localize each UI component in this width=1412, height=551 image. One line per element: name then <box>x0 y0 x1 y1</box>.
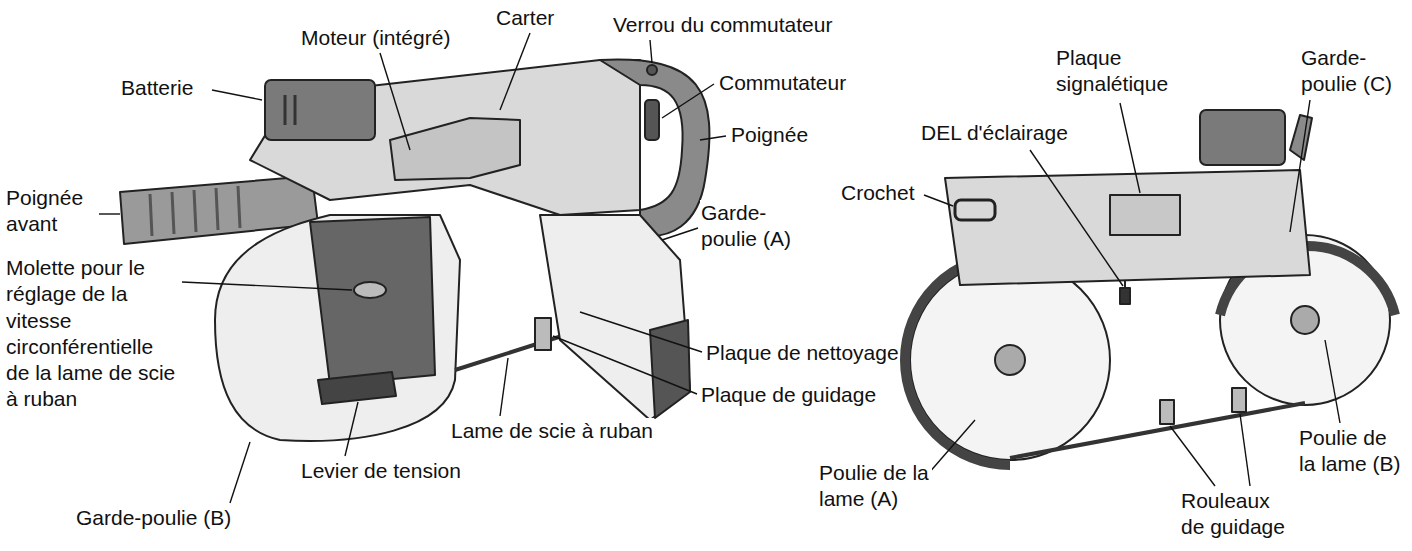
speed-dial <box>354 282 386 298</box>
pulley-guard-left <box>905 255 1010 465</box>
leader-line <box>580 312 702 352</box>
saw-blade <box>1010 403 1305 458</box>
led-arm <box>1124 280 1126 288</box>
leader-line <box>662 228 698 240</box>
part-label: Poulie de la lame (B) <box>1298 425 1408 478</box>
leader-line <box>500 358 508 416</box>
leader-line <box>924 195 953 206</box>
part-label: Garde-poulie (C) <box>1300 45 1406 98</box>
battery-vents <box>285 95 295 125</box>
leader-line <box>182 282 352 290</box>
rear-handle <box>600 60 709 236</box>
leader-line <box>1240 414 1250 486</box>
part-label: Molette pour le réglage de la vitesse ci… <box>5 255 182 413</box>
leader-line <box>1030 150 1123 286</box>
part-label: Garde-poulie (B) <box>75 505 232 531</box>
guard-bumper <box>650 320 690 418</box>
part-label: Plaque de guidage <box>700 382 877 408</box>
pulley-a <box>910 260 1110 460</box>
part-label: Poignée <box>730 122 809 148</box>
led-light <box>1120 288 1130 304</box>
part-label: DEL d'éclairage <box>920 120 1069 146</box>
leader-line <box>230 442 250 503</box>
leader-line <box>500 33 530 110</box>
rear-handle <box>1290 115 1312 160</box>
leader-line <box>700 136 726 140</box>
part-label: Lame de scie à ruban <box>450 418 654 444</box>
leader-line <box>662 84 714 118</box>
part-label: Commutateur <box>718 70 847 96</box>
pulley-b-hub <box>1291 306 1319 334</box>
pulley-guard-b <box>215 215 460 441</box>
part-label: Crochet <box>840 180 916 206</box>
handle-ribs <box>150 186 240 236</box>
frame-beam <box>945 170 1310 285</box>
part-label: Verrou du commutateur <box>612 12 833 38</box>
tension-lever <box>318 372 396 404</box>
rating-plate <box>1110 195 1180 235</box>
guide-roller <box>1160 400 1174 424</box>
leader-line <box>1290 100 1310 232</box>
part-label: Carter <box>495 5 555 31</box>
battery <box>1200 110 1285 165</box>
switch-lock <box>647 65 657 75</box>
battery <box>265 80 375 140</box>
part-label: Garde-poulie (A) <box>700 200 802 253</box>
right-view <box>905 110 1395 465</box>
left-view <box>120 60 709 441</box>
switch <box>645 100 659 140</box>
housing <box>250 60 640 215</box>
hook <box>955 200 995 220</box>
part-label: Poignée avant <box>5 185 99 238</box>
leader-line <box>380 53 410 150</box>
part-label: Plaque signalétique <box>1055 45 1187 98</box>
leader-line <box>650 40 652 63</box>
leader-line <box>1325 340 1340 423</box>
control-panel <box>310 217 435 385</box>
part-label: Rouleaux de guidage <box>1180 488 1297 541</box>
leader-line <box>1120 103 1140 193</box>
leader-line <box>212 90 262 100</box>
leader-line <box>345 402 358 456</box>
part-label: Poulie de la lame (A) <box>818 460 932 513</box>
pulley-a-hub <box>995 345 1025 375</box>
guide-plate <box>535 318 551 350</box>
pulley-guard-a <box>540 215 690 420</box>
part-label: Moteur (intégré) <box>300 25 451 51</box>
leader-line <box>928 420 975 474</box>
part-label: Plaque de nettoyage <box>705 340 900 366</box>
guide-roller <box>1232 388 1246 412</box>
part-label: Levier de tension <box>300 458 462 484</box>
part-label: Batterie <box>120 75 194 101</box>
leader-line <box>1170 426 1215 486</box>
leader-line <box>553 336 697 394</box>
